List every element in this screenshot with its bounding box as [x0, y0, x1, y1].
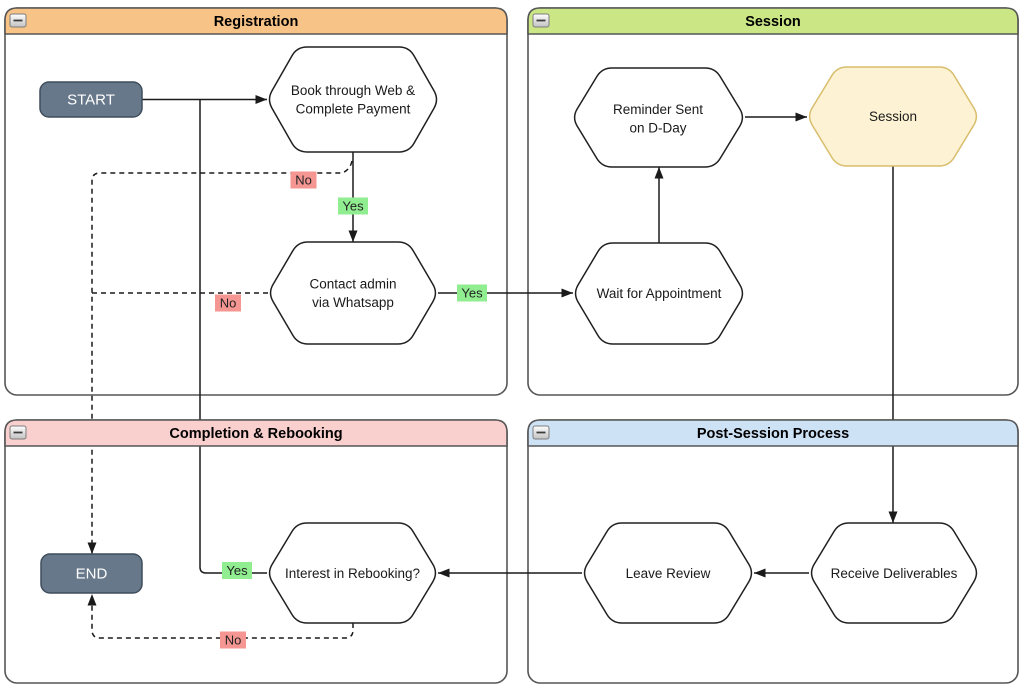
panel-registration-header[interactable] — [4, 7, 508, 35]
node-contact-label-line2: via Whatsapp — [312, 295, 394, 310]
node-contact[interactable] — [269, 241, 437, 345]
panel-session-header[interactable] — [527, 7, 1019, 35]
node-contact-label-line1: Contact admin — [309, 277, 396, 292]
panel-registration-body — [4, 7, 508, 396]
panel-headers: Registration Session Completion & Rebook… — [4, 7, 1019, 447]
svg-text:No: No — [225, 633, 242, 648]
edge-label-yes-book: Yes — [338, 197, 368, 215]
node-reminder-label-line1: Reminder Sent — [613, 102, 703, 117]
collapse-icon[interactable] — [532, 425, 550, 440]
edge-interest-yes-to-book — [199, 99, 267, 574]
node-receive-label: Receive Deliverables — [831, 566, 958, 581]
end-node[interactable] — [40, 553, 143, 594]
node-wait-label: Wait for Appointment — [597, 286, 722, 301]
edge-label-no-book: No — [290, 171, 317, 189]
node-session-label: Session — [869, 109, 917, 124]
start-node-label: START — [67, 92, 115, 109]
edge-label-no-contact: No — [215, 294, 241, 312]
svg-text:No: No — [220, 296, 237, 311]
node-reminder[interactable] — [573, 67, 744, 168]
panel-session-title: Session — [745, 14, 801, 30]
edge-label-yes-interest: Yes — [222, 562, 252, 579]
node-book-label-line1: Book through Web & — [291, 83, 415, 98]
svg-text:Yes: Yes — [226, 563, 248, 578]
node-session[interactable] — [808, 66, 978, 167]
edge-badges: No Yes No Yes Yes No — [215, 171, 487, 649]
panel-completion-title: Completion & Rebooking — [169, 426, 342, 442]
edge-label-no-interest: No — [220, 631, 246, 649]
panel-post-session-header[interactable] — [527, 419, 1019, 447]
node-book-label-line2: Complete Payment — [296, 102, 411, 117]
edges — [87, 95, 898, 639]
start-node[interactable] — [39, 81, 143, 118]
collapse-icon[interactable] — [9, 13, 27, 28]
edge-interest-no-to-end — [87, 594, 354, 639]
panel-completion-body — [4, 419, 508, 684]
panel-post-session-title: Post-Session Process — [697, 426, 849, 442]
svg-text:No: No — [295, 173, 312, 188]
collapse-icon[interactable] — [9, 425, 27, 440]
node-receive[interactable] — [810, 522, 978, 624]
node-wait[interactable] — [574, 242, 744, 345]
node-book[interactable] — [268, 46, 438, 153]
end-node-label: END — [76, 566, 108, 583]
node-interest-label: Interest in Rebooking? — [285, 566, 420, 581]
node-review[interactable] — [583, 522, 753, 624]
nodes: START Book through Web & Complete Paymen… — [39, 46, 978, 624]
svg-text:Yes: Yes — [461, 286, 483, 301]
svg-text:Yes: Yes — [342, 199, 364, 214]
edge-label-yes-contact: Yes — [457, 284, 487, 302]
panel-registration-title: Registration — [214, 14, 299, 30]
node-review-label: Leave Review — [626, 566, 711, 581]
node-interest[interactable] — [268, 522, 437, 624]
collapse-icon[interactable] — [532, 13, 550, 28]
panel-completion-header[interactable] — [4, 419, 508, 447]
node-reminder-label-line2: on D-Day — [629, 121, 686, 136]
